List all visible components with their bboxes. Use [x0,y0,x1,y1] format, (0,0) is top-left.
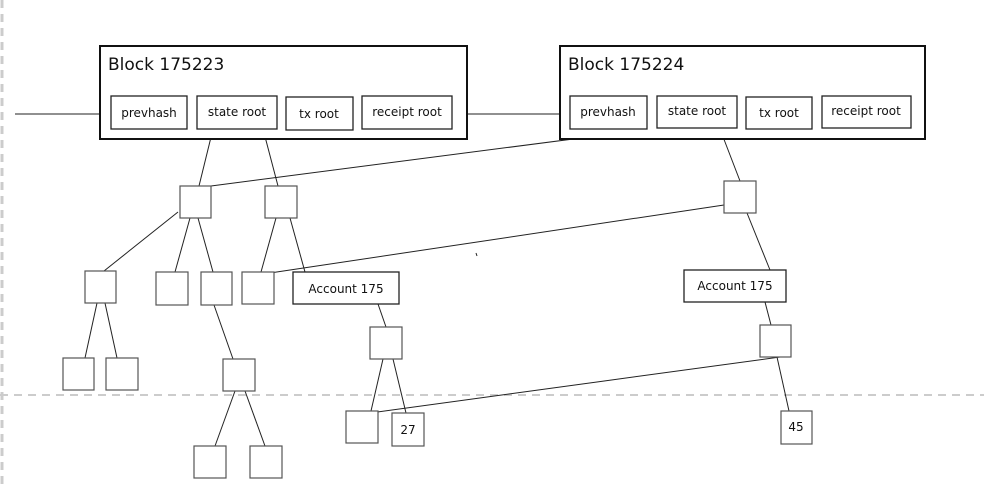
block-175224: Block 175224 prevhash state root tx root… [559,45,926,140]
account-node-old: Account 175 [292,271,400,305]
tx-root-field [285,96,354,131]
edges [15,113,790,447]
tree-node [179,185,212,219]
label: tx root [759,106,799,120]
label: 45 [788,420,803,434]
prevhash-field [569,95,648,130]
block-175223: Block 175223 prevhash state root tx root… [99,45,468,140]
tree-node [200,271,233,306]
label: receipt root [831,104,901,118]
tree-node [723,180,757,214]
tree-node [62,357,95,391]
tree-node [345,410,379,444]
receipt-root-field [821,95,912,129]
tx-root-field [745,96,813,130]
tree-node [222,358,256,392]
state-root-field [656,95,738,129]
receipt-root-field [361,95,453,130]
label: Account 175 [308,282,383,296]
tree-node [264,185,298,219]
tree-nodes [62,180,792,479]
label: Account 175 [697,279,772,293]
state-root-field [196,95,278,130]
tree-node [249,445,283,479]
label: prevhash [580,105,636,119]
label: state root [668,104,727,118]
label: state root [208,105,267,119]
value-leaf-old: 27 [391,412,425,447]
label: tx root [299,107,339,121]
tree-node [155,271,189,306]
label: prevhash [121,106,177,120]
label: 27 [400,423,415,437]
block-title: Block 175224 [568,55,684,75]
tree-node [193,445,227,479]
label: receipt root [372,105,442,119]
tree-node [105,357,139,391]
block-title: Block 175223 [108,55,224,75]
tree-node [84,270,117,304]
prevhash-field [110,95,188,130]
account-node-new: Account 175 [683,269,787,303]
tree-node [369,326,403,360]
value-leaf-new: 45 [780,410,813,445]
tree-node [241,271,275,305]
tree-node [759,324,792,358]
